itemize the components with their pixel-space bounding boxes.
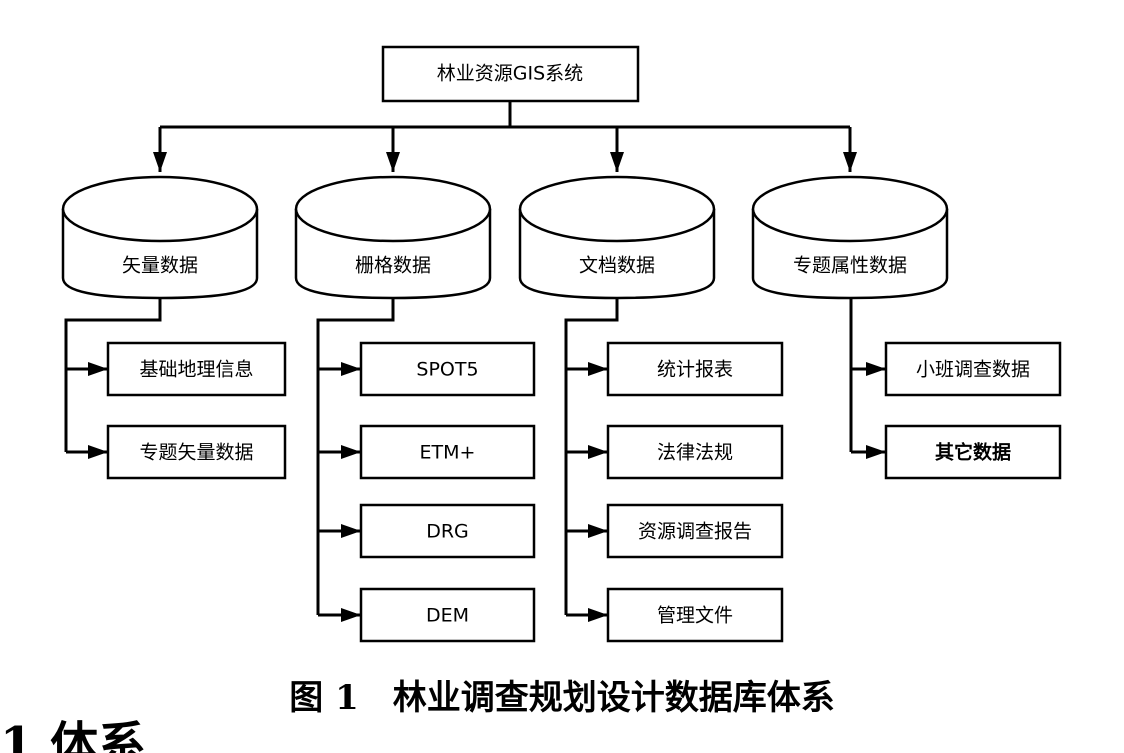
item-label: 专题矢量数据 [139,442,253,464]
item-node [884,341,1062,397]
root-node [381,45,640,103]
item-node [606,341,784,397]
item-label: 管理文件 [657,605,733,627]
category-label: 专题属性数据 [793,255,907,277]
item-label: DEM [426,605,469,627]
item-label: ETM+ [420,442,476,464]
item-label: DRG [426,521,469,543]
item-node [606,587,784,643]
category-node [751,175,949,300]
item-node [606,424,784,480]
item-label: 资源调查报告 [638,521,752,543]
category-node [518,175,716,300]
item-node [606,503,784,559]
item-label: 统计报表 [657,359,733,381]
item-label: 法律法规 [657,442,733,464]
item-label: 其它数据 [935,441,1011,464]
category-label: 栅格数据 [355,255,431,277]
item-node [106,341,287,397]
category-label: 矢量数据 [122,255,198,277]
category-label: 文档数据 [579,255,655,277]
item-label: SPOT5 [416,359,478,381]
category-node [61,175,259,300]
item-node [359,424,536,480]
item-node [359,587,536,643]
root-label: 林业资源GIS系统 [437,63,583,85]
figure-caption: 图 1 林业调查规划设计数据库体系 [289,678,835,718]
item-node [359,341,536,397]
item-node [884,424,1062,480]
next-section-heading: 1 体系 [0,717,147,753]
item-node [106,424,287,480]
category-node [294,175,492,300]
item-node [359,503,536,559]
item-label: 基础地理信息 [139,359,253,381]
item-label: 小班调查数据 [916,359,1030,381]
